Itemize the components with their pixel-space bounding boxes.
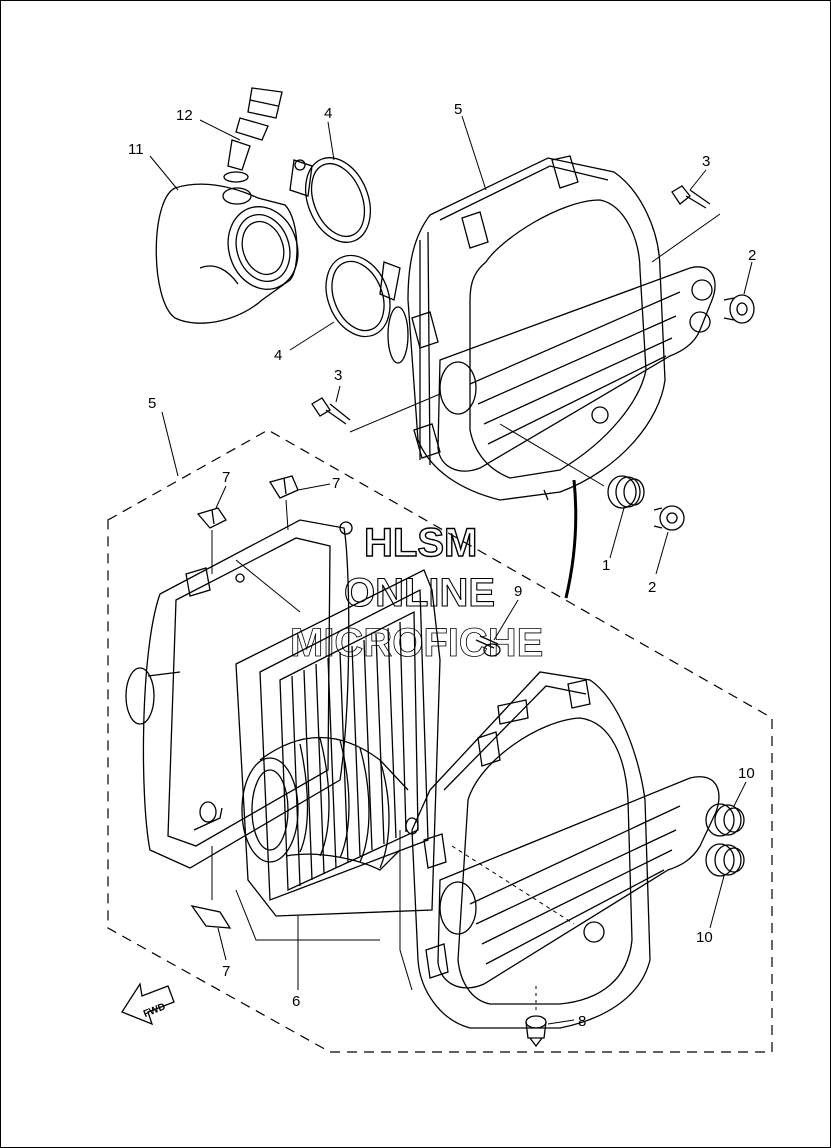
callout-3-upper: 3 — [702, 153, 710, 170]
case-body-exploded — [405, 671, 720, 1029]
screw-lower — [311, 397, 351, 425]
collar-right — [723, 294, 755, 324]
clip-upper-right — [268, 475, 299, 499]
case-cap-exploded — [125, 519, 353, 869]
air-cleaner-joint — [241, 736, 409, 871]
callout-leaders — [149, 115, 753, 1025]
watermark-line-3: MICROFICHE — [290, 621, 543, 665]
fwd-label: FWD — [142, 1001, 167, 1020]
air-cleaner-case-assembled — [387, 155, 716, 501]
screw-upper — [671, 185, 711, 209]
callout-10-upper: 10 — [738, 765, 755, 782]
watermark: HLSM ONLINE MICROFICHE — [290, 520, 544, 665]
callout-11: 11 — [128, 141, 144, 158]
screw-9 — [475, 635, 501, 657]
assembly-leader-lines — [349, 213, 721, 599]
filter-element — [235, 569, 441, 917]
callout-numbers: 12 11 4 4 5 5 3 3 2 2 1 7 7 7 9 10 10 6 … — [128, 101, 756, 1030]
forward-direction-arrow: FWD — [121, 982, 175, 1026]
callout-5-upper: 5 — [454, 101, 462, 118]
collar-lower — [653, 505, 685, 531]
callout-2-lower: 2 — [648, 579, 656, 596]
callout-1: 1 — [602, 557, 610, 574]
callout-2-right: 2 — [748, 247, 756, 264]
callout-10-lower: 10 — [696, 929, 713, 946]
drain-plug — [525, 1015, 547, 1048]
clip-upper-left — [196, 507, 227, 529]
forward-arrow-icon — [121, 982, 175, 1026]
callout-5-lower: 5 — [148, 395, 156, 412]
grommet — [607, 475, 645, 509]
intake-duct-assembly — [155, 87, 401, 338]
callout-8: 8 — [578, 1013, 586, 1030]
callout-4-upper: 4 — [324, 105, 332, 122]
clip-lower — [190, 905, 232, 929]
callout-12: 12 — [176, 107, 193, 124]
callout-7-lower: 7 — [222, 963, 230, 980]
grommet-pair — [705, 803, 745, 877]
watermark-line-2: ONLINE — [344, 571, 495, 615]
exploded-leader-lines — [211, 499, 575, 1010]
callout-3-lower: 3 — [334, 367, 342, 384]
callout-9: 9 — [514, 583, 522, 600]
callout-7-upper-left: 7 — [222, 469, 230, 486]
callout-7-upper-right: 7 — [332, 475, 340, 492]
watermark-line-1: HLSM — [364, 521, 477, 565]
callout-6: 6 — [292, 993, 300, 1010]
exploded-group-boundary — [107, 429, 773, 1053]
callout-4-lower: 4 — [274, 347, 282, 364]
